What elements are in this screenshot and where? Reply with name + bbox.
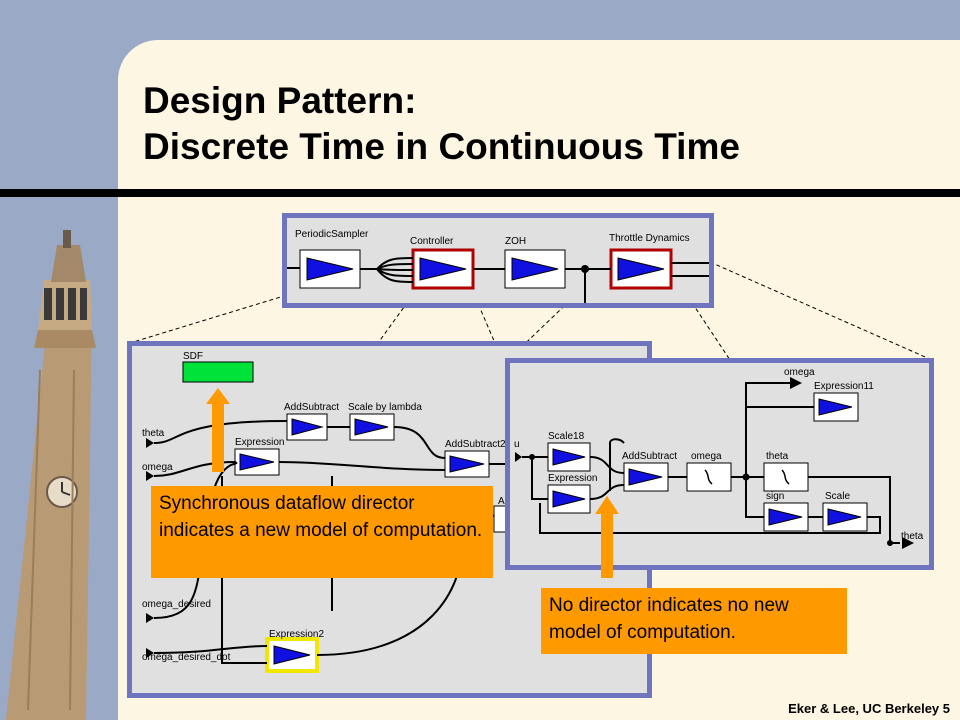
port-omega: omega	[142, 462, 173, 473]
label-theta-integrator: theta	[766, 451, 789, 462]
label-controller: Controller	[410, 236, 454, 247]
arrow-to-model-head	[595, 496, 619, 514]
port-u: u	[514, 439, 520, 450]
sdf-director	[182, 361, 254, 383]
arrow-to-model-shaft	[601, 512, 613, 578]
slide-footer: Eker & Lee, UC Berkeley 5	[788, 701, 950, 716]
label-zoh: ZOH	[505, 236, 527, 247]
label-periodicsampler: PeriodicSampler	[295, 229, 369, 240]
label-throttle-dynamics: Throttle Dynamics	[609, 233, 690, 244]
throttle-dynamics-model: u omega theta Scale18 Expression AddSubt…	[505, 358, 934, 570]
port-theta: theta	[142, 428, 165, 439]
label-addsubtract: AddSubtract	[284, 402, 340, 413]
label-sign: sign	[766, 491, 785, 502]
port-omega-desired: omega_desired	[142, 599, 211, 610]
label-addsubtract2: AddSubtract2	[445, 439, 506, 450]
callout-sdf-director: Synchronous dataflow director indicates …	[151, 486, 493, 578]
label-expression2: Expression2	[269, 629, 325, 640]
label-expression-right: Expression	[548, 473, 598, 484]
callout-no-director: No director indicates no new model of co…	[541, 588, 847, 654]
port-omega-out: omega	[784, 367, 815, 378]
label-scale18: Scale18	[548, 431, 585, 442]
title-line-1: Design Pattern:	[143, 80, 417, 121]
label-ad: Ad	[498, 496, 510, 507]
slide-title: Design Pattern: Discrete Time in Continu…	[143, 78, 740, 170]
label-scale-by-lambda: Scale by lambda	[348, 402, 422, 413]
title-divider	[0, 189, 960, 197]
label-sdf: SDF	[183, 351, 203, 362]
campanile-tower-illustration	[6, 230, 96, 720]
label-expression: Expression	[235, 437, 285, 448]
title-line-2: Discrete Time in Continuous Time	[143, 126, 740, 167]
label-addsubtract-right: AddSubtract	[622, 451, 678, 462]
label-omega-integrator: omega	[691, 451, 722, 462]
port-theta-out: theta	[901, 531, 924, 542]
top-level-model: PeriodicSampler Controller ZOH Throttle …	[282, 213, 714, 308]
label-scale: Scale	[825, 491, 851, 502]
arrow-to-sdf-shaft	[212, 402, 224, 472]
label-expression11: Expression11	[814, 381, 874, 392]
arrow-to-sdf-head	[206, 388, 230, 404]
port-omega-desired-dot: omega_desired_dot	[142, 652, 231, 663]
